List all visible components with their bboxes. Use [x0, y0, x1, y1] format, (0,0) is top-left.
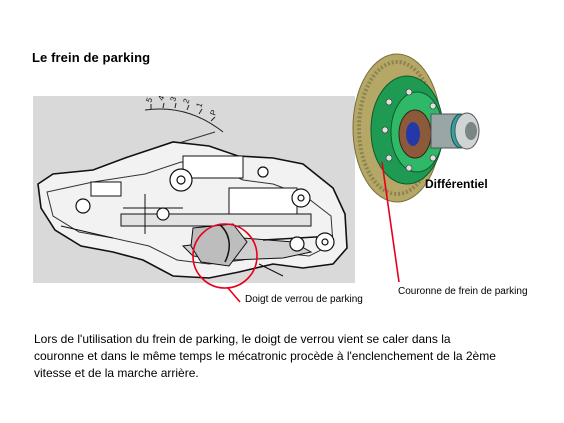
scale-mark-3: 3 — [168, 96, 178, 103]
differentiel-label: Différentiel — [425, 177, 488, 191]
scale-mark-5: 5 — [144, 96, 154, 104]
scale-mark-4: 4 — [156, 96, 166, 102]
scale-mark-p: P — [208, 109, 218, 117]
doigt-label: Doigt de verrou de parking — [245, 294, 363, 305]
description-line: couronne et dans le même temps le mécatr… — [34, 349, 496, 363]
description-paragraph: Lors de l'utilisation du frein de parkin… — [34, 331, 534, 382]
scale-mark-2: 2 — [181, 97, 191, 105]
description-line: Lors de l'utilisation du frein de parkin… — [34, 332, 451, 346]
doigt-callout-line — [227, 287, 241, 303]
scale-mark-1: 1 — [194, 101, 204, 109]
description-line: vitesse et de la marche arrière. — [34, 366, 199, 380]
page-title: Le frein de parking — [32, 50, 151, 65]
parking-mechanism-illustration: 5 4 3 2 1 P — [33, 96, 355, 283]
couronne-label: Couronne de frein de parking — [398, 286, 528, 297]
differential-illustration — [352, 53, 480, 203]
